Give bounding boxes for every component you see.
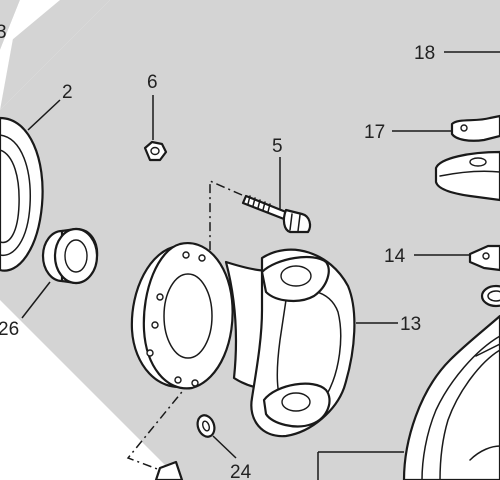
main-housing [317,314,500,480]
callout-5: 5 [272,136,283,157]
seal-ring-right [480,284,500,308]
callout-13: 13 [400,314,421,335]
callout-3: 3 [0,22,7,43]
part-5-bolt: 5 [241,136,312,234]
part-17-plate: 17 [364,114,500,143]
part-3: 3 [0,22,7,43]
part-2-seal: 2 [0,82,73,272]
part-24-washer: 24 [196,414,252,480]
leader-line-2 [27,99,61,131]
callout-2: 2 [62,82,73,103]
callout-14: 14 [384,246,406,267]
callout-26: 26 [0,319,19,340]
centerline-lower [126,381,191,471]
part-13-yoke: 13 [130,241,421,438]
small-bracket [154,460,184,480]
callout-18: 18 [414,43,435,64]
part-26-bushing: 26 [0,227,99,340]
callout-24: 24 [230,462,252,480]
leader-line-24 [212,435,237,459]
part-18: 18 [414,43,500,64]
upper-bracket [434,150,500,202]
callout-6: 6 [147,72,158,93]
part-6-nut: 6 [143,72,168,162]
part-14-gasket: 14 [384,244,500,272]
leader-line-26 [21,281,51,319]
callout-17: 17 [364,122,385,143]
